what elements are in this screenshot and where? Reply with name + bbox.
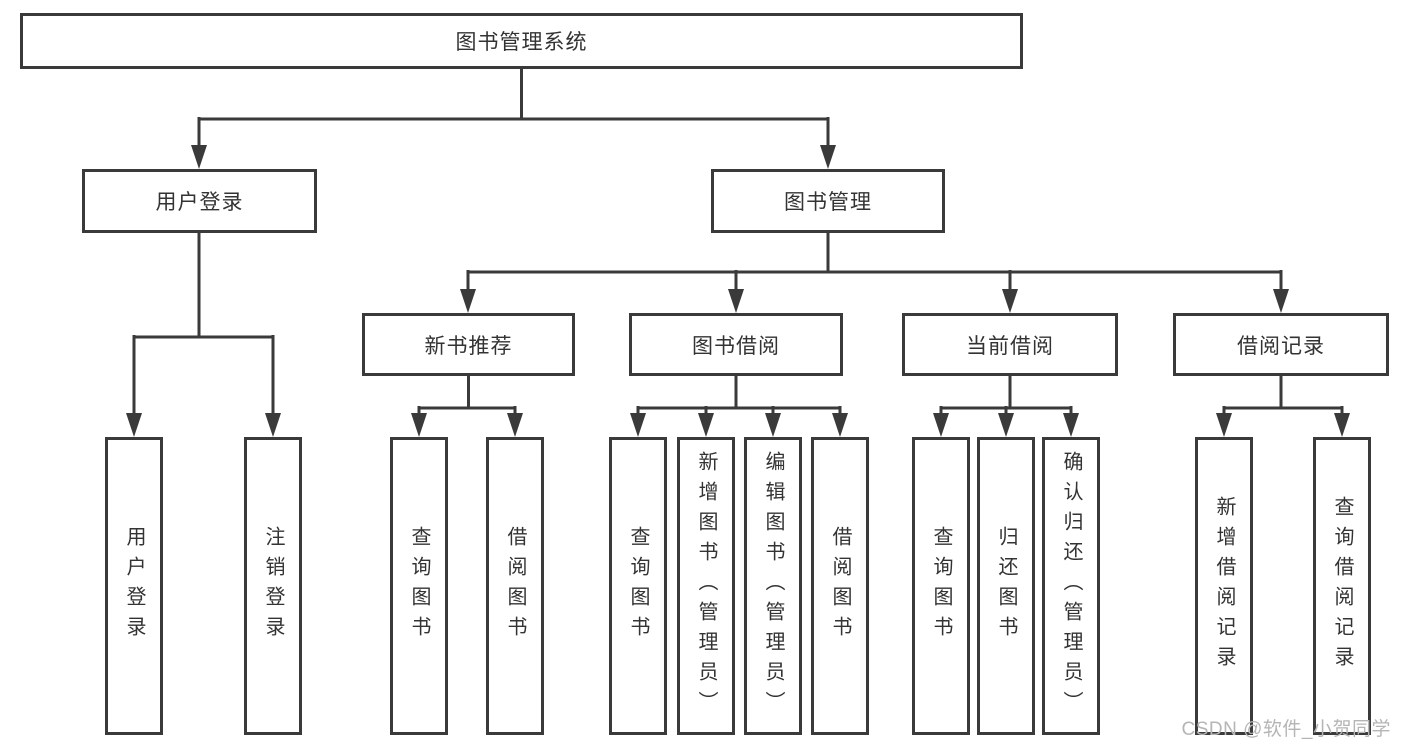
node-user-login: 用户登录 — [82, 169, 317, 233]
node-root-system: 图书管理系统 — [20, 13, 1023, 69]
node-book-management-label: 图书管理 — [784, 191, 872, 214]
leaf-return-books: 归还图书 — [977, 437, 1035, 735]
leaf-confirm-return-admin: 确认归还（管理员） — [1042, 437, 1100, 735]
node-book-management: 图书管理 — [711, 169, 945, 233]
leaf-logout-label: 注销登录 — [262, 526, 284, 646]
leaf-query-borrow-record: 查询借阅记录 — [1313, 437, 1371, 735]
node-root-label: 图书管理系统 — [455, 31, 588, 54]
leaf-query-books-borrow-label: 查询图书 — [627, 526, 649, 646]
node-current-borrow-label: 当前借阅 — [966, 334, 1054, 358]
leaf-borrow-books-recommend-label: 借阅图书 — [504, 526, 526, 646]
leaf-add-books-admin-label: 新增图书（管理员） — [695, 451, 717, 721]
csdn-watermark: CSDN @软件_小贺同学 — [1181, 719, 1391, 740]
leaf-add-books-admin: 新增图书（管理员） — [677, 437, 735, 735]
leaf-user-login-label: 用户登录 — [123, 526, 145, 646]
leaf-confirm-return-admin-label: 确认归还（管理员） — [1060, 451, 1082, 721]
leaf-return-books-label: 归还图书 — [995, 526, 1017, 646]
leaf-query-books-current-label: 查询图书 — [930, 526, 952, 646]
leaf-query-books-recommend-label: 查询图书 — [408, 526, 430, 646]
leaf-add-borrow-record: 新增借阅记录 — [1195, 437, 1253, 735]
node-user-login-label: 用户登录 — [155, 191, 244, 214]
leaf-add-borrow-record-label: 新增借阅记录 — [1213, 496, 1235, 676]
leaf-query-books-borrow: 查询图书 — [609, 437, 667, 735]
node-new-book-recommend-label: 新书推荐 — [424, 334, 513, 358]
node-current-borrow: 当前借阅 — [902, 313, 1118, 376]
node-borrow-records: 借阅记录 — [1173, 313, 1389, 376]
leaf-borrow-books: 借阅图书 — [811, 437, 869, 735]
leaf-query-books-current: 查询图书 — [912, 437, 970, 735]
node-new-book-recommend: 新书推荐 — [362, 313, 575, 376]
leaf-user-login: 用户登录 — [105, 437, 163, 735]
leaf-query-borrow-record-label: 查询借阅记录 — [1331, 496, 1353, 676]
leaf-edit-books-admin-label: 编辑图书（管理员） — [762, 451, 784, 721]
leaf-borrow-books-label: 借阅图书 — [829, 526, 851, 646]
leaf-query-books-recommend: 查询图书 — [390, 437, 448, 735]
leaf-logout: 注销登录 — [244, 437, 302, 735]
node-book-borrow-label: 图书借阅 — [692, 334, 780, 358]
node-borrow-records-label: 借阅记录 — [1237, 334, 1325, 358]
node-book-borrow: 图书借阅 — [629, 313, 843, 376]
arrowheads — [126, 145, 1350, 437]
leaf-edit-books-admin: 编辑图书（管理员） — [744, 437, 802, 735]
leaf-borrow-books-recommend: 借阅图书 — [486, 437, 544, 735]
